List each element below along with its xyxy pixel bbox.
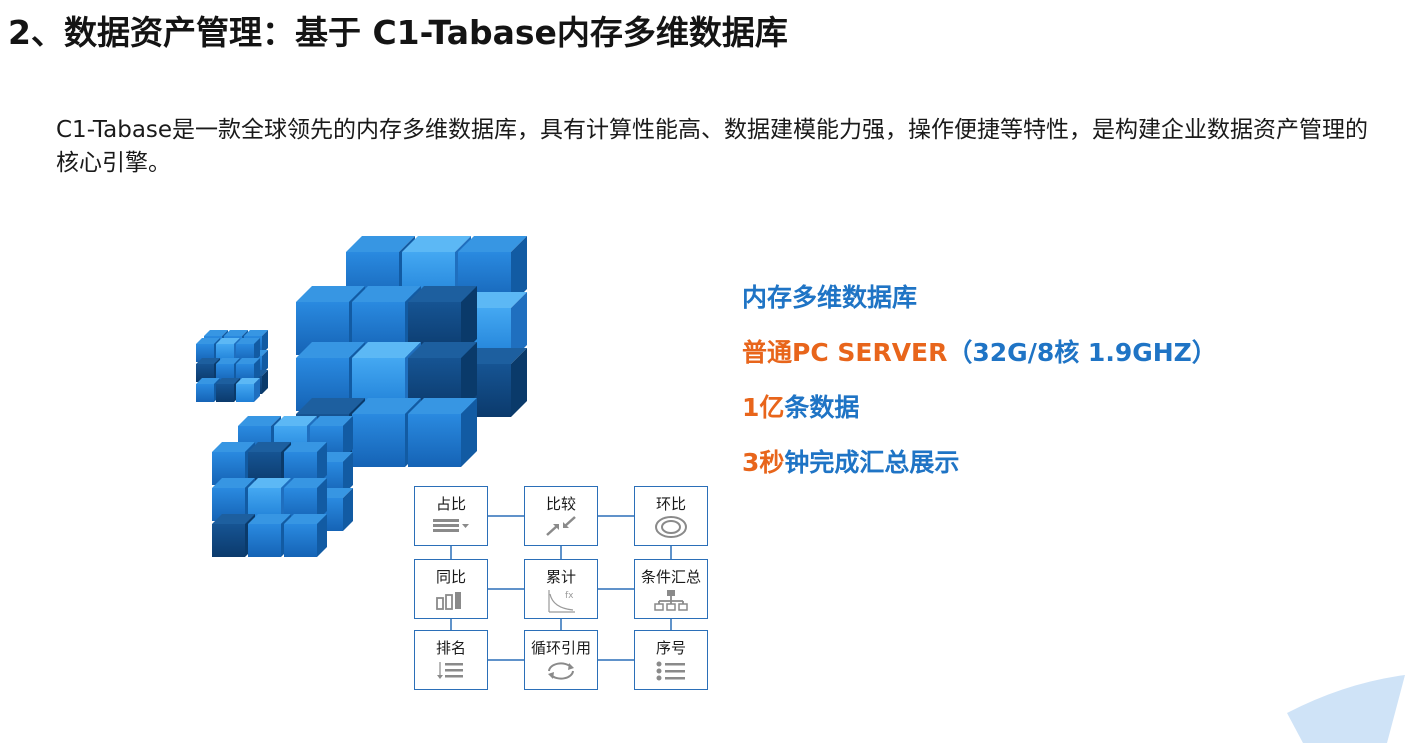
function-cell-circular-ref: 循环引用 xyxy=(524,630,598,690)
bar-columns-icon xyxy=(436,592,461,610)
function-cell-compare: 比较 xyxy=(524,486,598,546)
function-cell-cumulative: 累计 fx xyxy=(524,559,598,619)
function-cell-serial-number: 序号 xyxy=(634,630,708,690)
feature-highlight: 3秒 xyxy=(742,448,785,477)
grid-connector-lines xyxy=(450,515,672,661)
function-cell-conditional-sum: 条件汇总 xyxy=(634,559,708,619)
function-label: 累计 xyxy=(545,568,576,586)
function-cell-mom: 环比 xyxy=(634,486,708,546)
function-label: 排名 xyxy=(435,639,466,657)
feature-list: 内存多维数据库 普通PC SERVER（32G/8核 1.9GHZ） 1亿条数据… xyxy=(742,280,1217,500)
numbered-list-icon xyxy=(656,661,685,681)
feature-highlight: 1亿 xyxy=(742,393,785,422)
function-label: 序号 xyxy=(655,639,686,657)
compress-arrows-icon xyxy=(546,516,576,536)
function-label: 条件汇总 xyxy=(640,568,701,586)
decorative-corner-shape xyxy=(1287,675,1405,743)
feature-line: 1亿条数据 xyxy=(742,390,1217,445)
function-cell-share: 占比 xyxy=(414,486,488,546)
feature-text: 内存多维数据库 xyxy=(742,283,918,312)
tree-icon xyxy=(654,590,688,611)
feature-text: （32G/8核 1.9GHZ） xyxy=(947,338,1217,367)
function-label: 比较 xyxy=(545,495,576,513)
cycle-icon xyxy=(548,662,574,680)
feature-highlight: 普通PC SERVER xyxy=(742,338,948,367)
feature-text: 钟完成汇总展示 xyxy=(784,448,960,477)
function-label: 环比 xyxy=(655,495,686,513)
feature-line: 普通PC SERVER（32G/8核 1.9GHZ） xyxy=(742,335,1217,390)
function-cell-yoy: 同比 xyxy=(414,559,488,619)
slide-title: 2、数据资产管理：基于 C1-Tabase内存多维数据库 xyxy=(8,13,788,52)
function-label: 同比 xyxy=(435,568,466,586)
svg-text:fx: fx xyxy=(565,591,574,601)
ranking-list-icon xyxy=(437,662,463,679)
feature-line: 内存多维数据库 xyxy=(742,280,1217,335)
function-label: 循环引用 xyxy=(530,639,591,657)
function-grid: 占比 比较 环比 同比 累计 xyxy=(414,486,710,692)
list-bars-icon xyxy=(433,519,469,532)
intro-paragraph: C1-Tabase是一款全球领先的内存多维数据库，具有计算性能高、数据建模能力强… xyxy=(56,117,1369,176)
fx-curve-icon: fx xyxy=(548,590,575,613)
feature-text: 条数据 xyxy=(784,393,860,422)
rings-icon xyxy=(655,516,687,538)
function-label: 占比 xyxy=(435,495,466,513)
function-cell-ranking: 排名 xyxy=(414,630,488,690)
feature-line: 3秒钟完成汇总展示 xyxy=(742,445,1217,500)
